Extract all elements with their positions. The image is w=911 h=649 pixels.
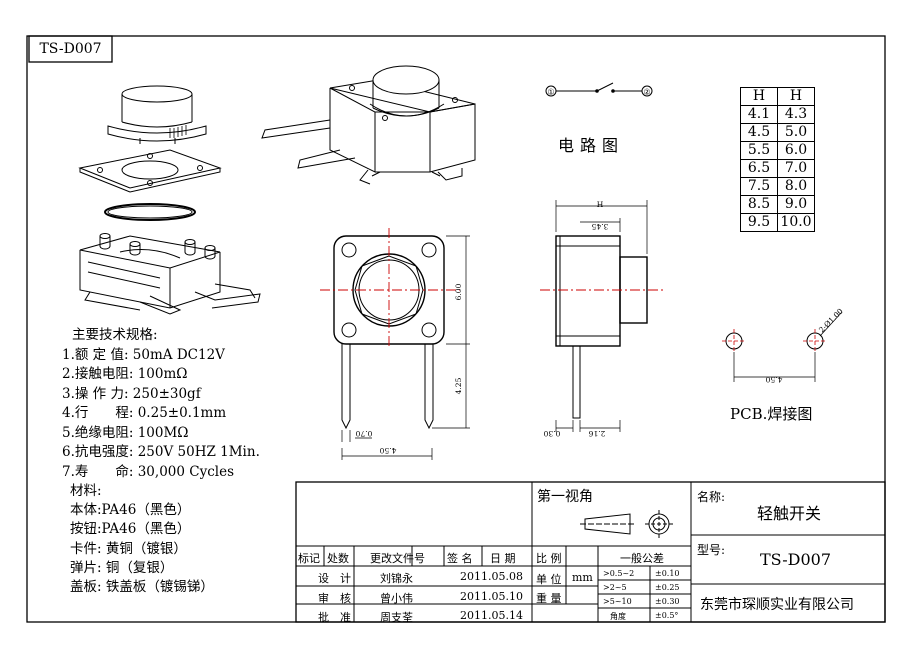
signoff-name: 曾小伟 xyxy=(380,592,413,605)
material-item: 卡件: 黄铜（镀银） xyxy=(70,541,187,557)
spec-item: 5.绝缘电阻: 100MΩ xyxy=(62,425,189,441)
height-cell: 6.5 xyxy=(740,159,778,178)
signoff-role: 设 计 xyxy=(318,572,351,585)
circuit-symbol xyxy=(545,82,653,97)
exploded-view xyxy=(78,85,261,315)
height-cell: 8.0 xyxy=(777,177,815,196)
dim-h: H xyxy=(597,200,604,209)
height-cell: 9.5 xyxy=(740,213,778,232)
tolerance-range: >5~10 xyxy=(603,597,632,606)
height-cell: 7.5 xyxy=(740,177,778,196)
height-cell: 9.0 xyxy=(777,195,815,214)
name-value: 轻触开关 xyxy=(757,504,822,523)
spec-item: 3.操 作 力: 250±30gf xyxy=(62,386,201,402)
front-view xyxy=(320,228,470,460)
height-cell: 7.0 xyxy=(777,159,815,178)
dim-pcb-4-50: 4.50 xyxy=(765,375,782,384)
height-table-header: H xyxy=(777,87,815,106)
signoff-date: 2011.05.14 xyxy=(460,609,523,622)
unit-label: 单 位 xyxy=(536,573,562,586)
tolerance-value: ±0.25 xyxy=(655,583,680,592)
scale-label: 比 例 xyxy=(536,552,562,565)
height-cell: 4.1 xyxy=(740,105,778,124)
tolerance-value: ±0.5° xyxy=(655,611,679,620)
assembled-iso-view xyxy=(261,65,476,185)
spec-item: 7.寿 命: 30,000 Cycles xyxy=(62,464,234,480)
height-cell: 10.0 xyxy=(777,213,815,232)
rev-header: 更改文件号 xyxy=(370,552,425,565)
model-label: 型号: xyxy=(697,543,726,557)
dim-0-70: 0.70 xyxy=(355,429,372,438)
material-item: 本体:PA46（黑色） xyxy=(70,502,191,518)
materials-title: 材料: xyxy=(70,483,102,499)
part-code: TS-D007 xyxy=(39,41,102,57)
dim-4-50: 4.50 xyxy=(379,446,396,455)
height-cell: 6.0 xyxy=(777,141,815,160)
height-cell: 8.5 xyxy=(740,195,778,214)
material-item: 盖板: 铁盖板（镀锡锑） xyxy=(70,579,214,595)
model-value: TS-D007 xyxy=(760,550,831,569)
height-cell: 4.5 xyxy=(740,123,778,142)
name-label: 名称: xyxy=(697,490,726,504)
spec-item: 1.额 定 值: 50mA DC12V xyxy=(62,347,225,363)
tolerance-range: >0.5~2 xyxy=(603,569,635,578)
dim-4-25: 4.25 xyxy=(454,377,463,394)
circuit-title: 电路图 xyxy=(558,136,625,155)
rev-header: 标记 xyxy=(298,552,320,565)
pcb-title: PCB.焊接图 xyxy=(730,405,813,423)
dim-6-00: 6.00 xyxy=(454,283,463,300)
signoff-role: 批 准 xyxy=(318,611,351,624)
signoff-role: 审 核 xyxy=(318,592,351,605)
material-item: 弹片: 铜（复银） xyxy=(70,560,174,576)
side-view xyxy=(540,200,665,432)
dim-3-45: 3.45 xyxy=(591,222,608,231)
height-table-header: H xyxy=(740,87,778,106)
specs-title: 主要技术规格: xyxy=(72,327,158,343)
part-code-box xyxy=(28,35,113,63)
tolerance-title: 一般公差 xyxy=(620,552,664,565)
spec-item: 4.行 程: 0.25±0.1mm xyxy=(62,405,227,421)
material-item: 按钮:PA46（黑色） xyxy=(70,521,191,537)
rev-header: 签 名 xyxy=(447,552,473,565)
company-name: 东莞市琛顺实业有限公司 xyxy=(700,597,854,613)
rev-header: 日 期 xyxy=(490,552,516,565)
title-block-grid xyxy=(295,481,886,623)
tolerance-range: 角度 xyxy=(610,612,626,621)
tolerance-range: >2~5 xyxy=(603,583,627,592)
dim-pcb-dia: 2-Ø1.00 xyxy=(817,307,845,335)
rev-header: 处数 xyxy=(327,552,349,565)
dim-2-16: 2.16 xyxy=(588,429,605,438)
tolerance-value: ±0.10 xyxy=(655,569,680,578)
tolerance-value: ±0.30 xyxy=(655,597,680,606)
dim-0-30: 0.30 xyxy=(543,429,560,438)
signoff-date: 2011.05.10 xyxy=(460,590,523,603)
projection-symbol xyxy=(580,510,673,538)
height-cell: 5.5 xyxy=(740,141,778,160)
unit-value: mm xyxy=(572,571,593,584)
height-cell: 5.0 xyxy=(777,123,815,142)
spec-item: 2.接触电阻: 100mΩ xyxy=(62,366,188,382)
projection-label: 第一视角 xyxy=(537,489,593,505)
circuit-pin-2: ② xyxy=(643,88,650,97)
weight-label: 重 量 xyxy=(536,592,562,605)
pcb-pattern xyxy=(722,311,843,382)
signoff-name: 刘锦永 xyxy=(380,572,413,585)
circuit-pin-1: ① xyxy=(547,88,554,97)
signoff-name: 周支荃 xyxy=(380,611,413,624)
signoff-date: 2011.05.08 xyxy=(460,570,523,583)
spec-item: 6.抗电强度: 250V 50HZ 1Min. xyxy=(62,444,260,460)
height-cell: 4.3 xyxy=(777,105,815,124)
